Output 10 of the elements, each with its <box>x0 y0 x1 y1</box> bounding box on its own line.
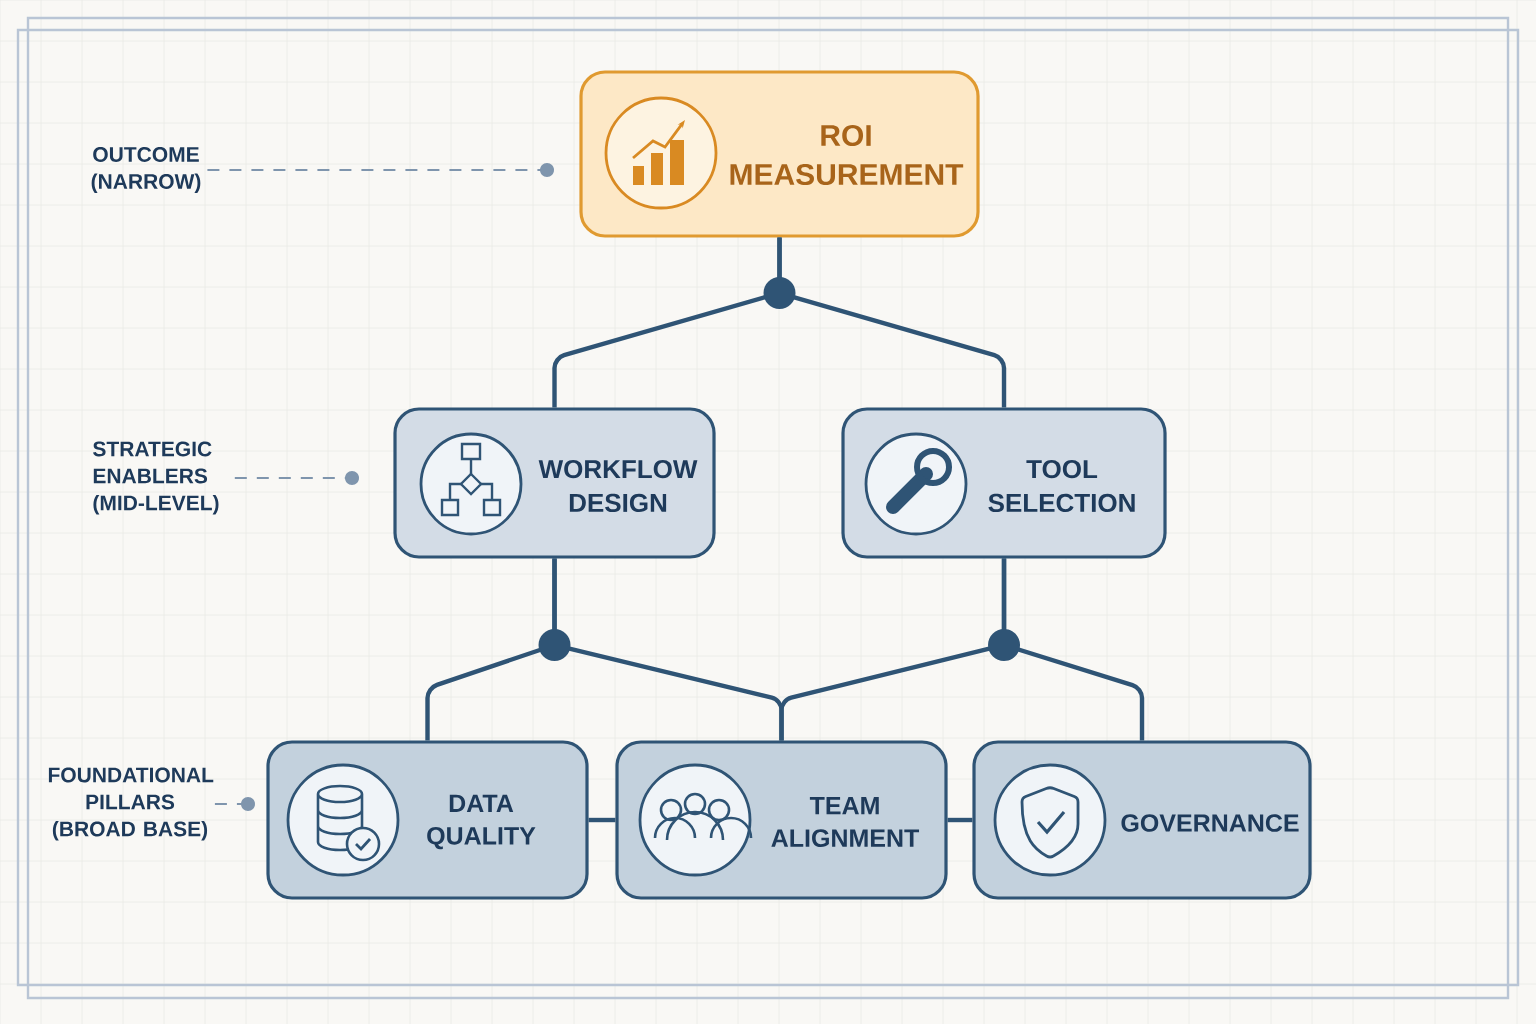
level-label: STRATEGIC ENABLERS (MID-LEVEL) <box>93 441 219 515</box>
level-label: OUTCOME (NARROW) <box>91 147 201 193</box>
leader-line <box>233 471 359 485</box>
connector-line <box>777 237 1007 408</box>
connector-line <box>588 817 616 823</box>
connector-line <box>947 817 973 823</box>
connector-line <box>1001 558 1145 741</box>
leader-line <box>206 163 554 177</box>
leader-line <box>213 797 255 811</box>
level-label: FOUNDATIONAL PILLARS (BROAD BASE) <box>48 767 214 841</box>
